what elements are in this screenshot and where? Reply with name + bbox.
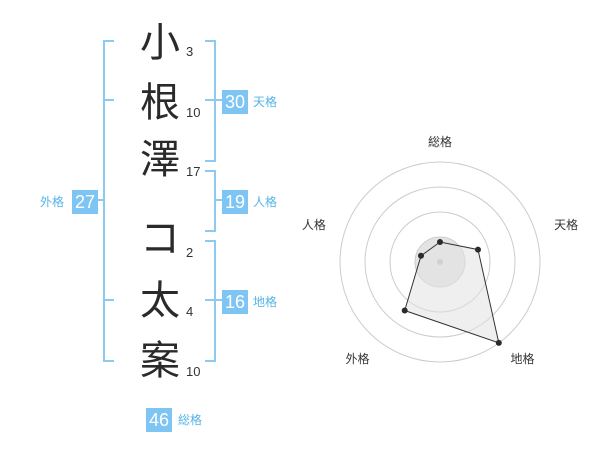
tenkaku-bracket-tick [205,99,214,101]
stroke-count-2: 10 [186,105,201,120]
chikaku-value-badge: 16 [222,290,248,314]
jinkaku-label: 人格 [253,195,278,209]
name-char-4: コ [140,216,180,262]
jinkaku-value-badge: 19 [222,190,248,214]
radar-axis-label: 人格 [302,217,326,232]
soukaku-value-badge: 46 [146,408,172,432]
radar-polygon [404,241,500,344]
chikaku-label: 地格 [253,295,278,309]
radar-axis-label: 外格 [345,351,369,366]
radar-point-3 [495,339,502,346]
radar-axis-label: 地格 [511,351,535,366]
name-char-1: 小 [140,20,180,66]
stroke-count-4: 2 [186,245,194,260]
gaikaku-value-badge: 27 [72,190,98,214]
stroke-count-1: 3 [186,44,194,59]
name-char-5: 太 [140,278,180,324]
stroke-count-3: 17 [186,164,201,179]
radar-ring [364,186,516,338]
chikaku-bracket-tick [205,299,214,301]
jinkaku-bracket [205,170,216,232]
tenkaku-bracket [205,40,216,162]
gaikaku-bracket-stem [98,199,105,201]
jinkaku-bracket-stem [216,199,222,201]
radar-axis-label: 天格 [554,217,578,232]
tenkaku-value-badge: 30 [222,90,248,114]
gaikaku-label: 外格 [40,195,65,209]
radar-axis-label: 総格 [428,134,452,149]
gaikaku-bracket-tick [105,99,114,101]
tenkaku-bracket-stem [216,99,222,101]
radar-point-1 [437,239,443,245]
radar-point-2 [475,246,481,253]
name-char-3: 澤 [140,137,180,183]
stroke-count-5: 4 [186,304,194,319]
radar-point-4 [401,307,408,314]
name-char-6: 案 [140,338,180,384]
gaikaku-bracket [103,40,114,362]
name-char-2: 根 [140,80,180,126]
radar-ring [339,161,541,363]
stroke-count-6: 10 [186,364,201,379]
gaikaku-bracket-tick [105,299,114,301]
chikaku-bracket [205,240,216,362]
radar-point-5 [418,252,424,259]
soukaku-label: 総格 [178,413,203,427]
tenkaku-label: 天格 [253,95,278,109]
chikaku-bracket-stem [216,299,222,301]
